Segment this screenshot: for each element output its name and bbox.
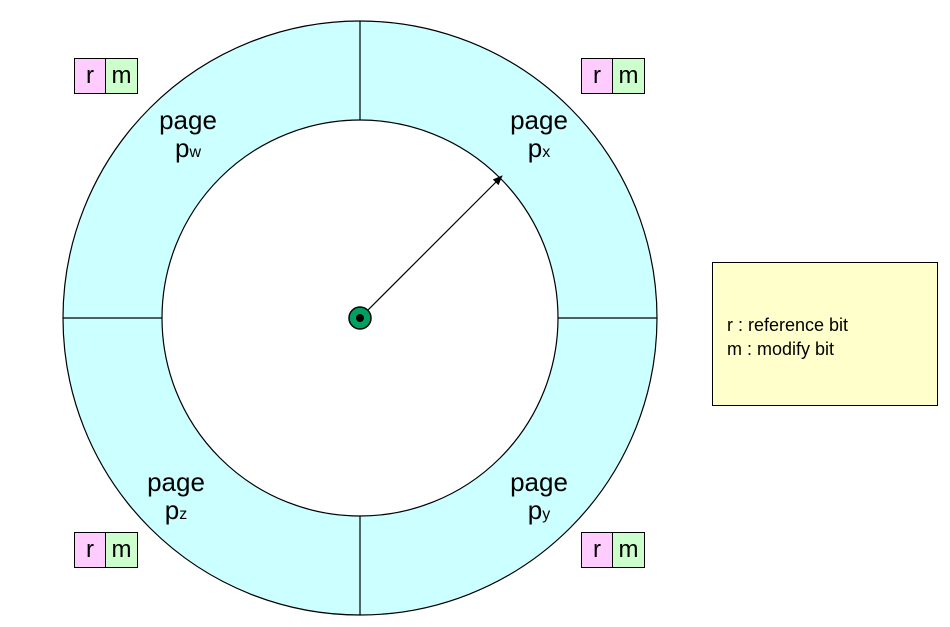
reference-bit-y: r: [581, 532, 613, 568]
page-subscript: y: [542, 506, 551, 523]
page-name: px: [527, 133, 551, 163]
page-subscript: z: [179, 506, 188, 523]
legend-reference-bit: r : reference bit: [727, 315, 849, 335]
page-label-z: page pz: [126, 468, 226, 529]
page-name: pz: [164, 495, 188, 525]
page-word: page: [159, 105, 217, 135]
page-name: py: [527, 495, 551, 525]
page-label-w: page pw: [138, 106, 238, 167]
reference-bit-x: r: [581, 58, 613, 94]
page-label-y: page py: [489, 468, 589, 529]
clock-hand-arrow: [359, 175, 503, 319]
page-word: page: [510, 467, 568, 497]
legend-box: r : reference bit m : modify bit: [712, 262, 938, 406]
page-label-x: page px: [489, 106, 589, 167]
bits-page-y: r m: [581, 532, 645, 568]
page-word: page: [147, 467, 205, 497]
modify-bit-w: m: [106, 58, 138, 94]
bits-page-w: r m: [74, 58, 138, 94]
legend-modify-bit: m : modify bit: [727, 339, 835, 359]
page-subscript: w: [189, 144, 202, 161]
modify-bit-x: m: [613, 58, 645, 94]
modify-bit-z: m: [106, 532, 138, 568]
bits-page-x: r m: [581, 58, 645, 94]
modify-bit-y: m: [613, 532, 645, 568]
reference-bit-w: r: [74, 58, 106, 94]
page-subscript: x: [542, 144, 551, 161]
reference-bit-z: r: [74, 532, 106, 568]
page-word: page: [510, 105, 568, 135]
bits-page-z: r m: [74, 532, 138, 568]
page-name: pw: [174, 133, 202, 163]
pivot-center: [356, 314, 364, 322]
